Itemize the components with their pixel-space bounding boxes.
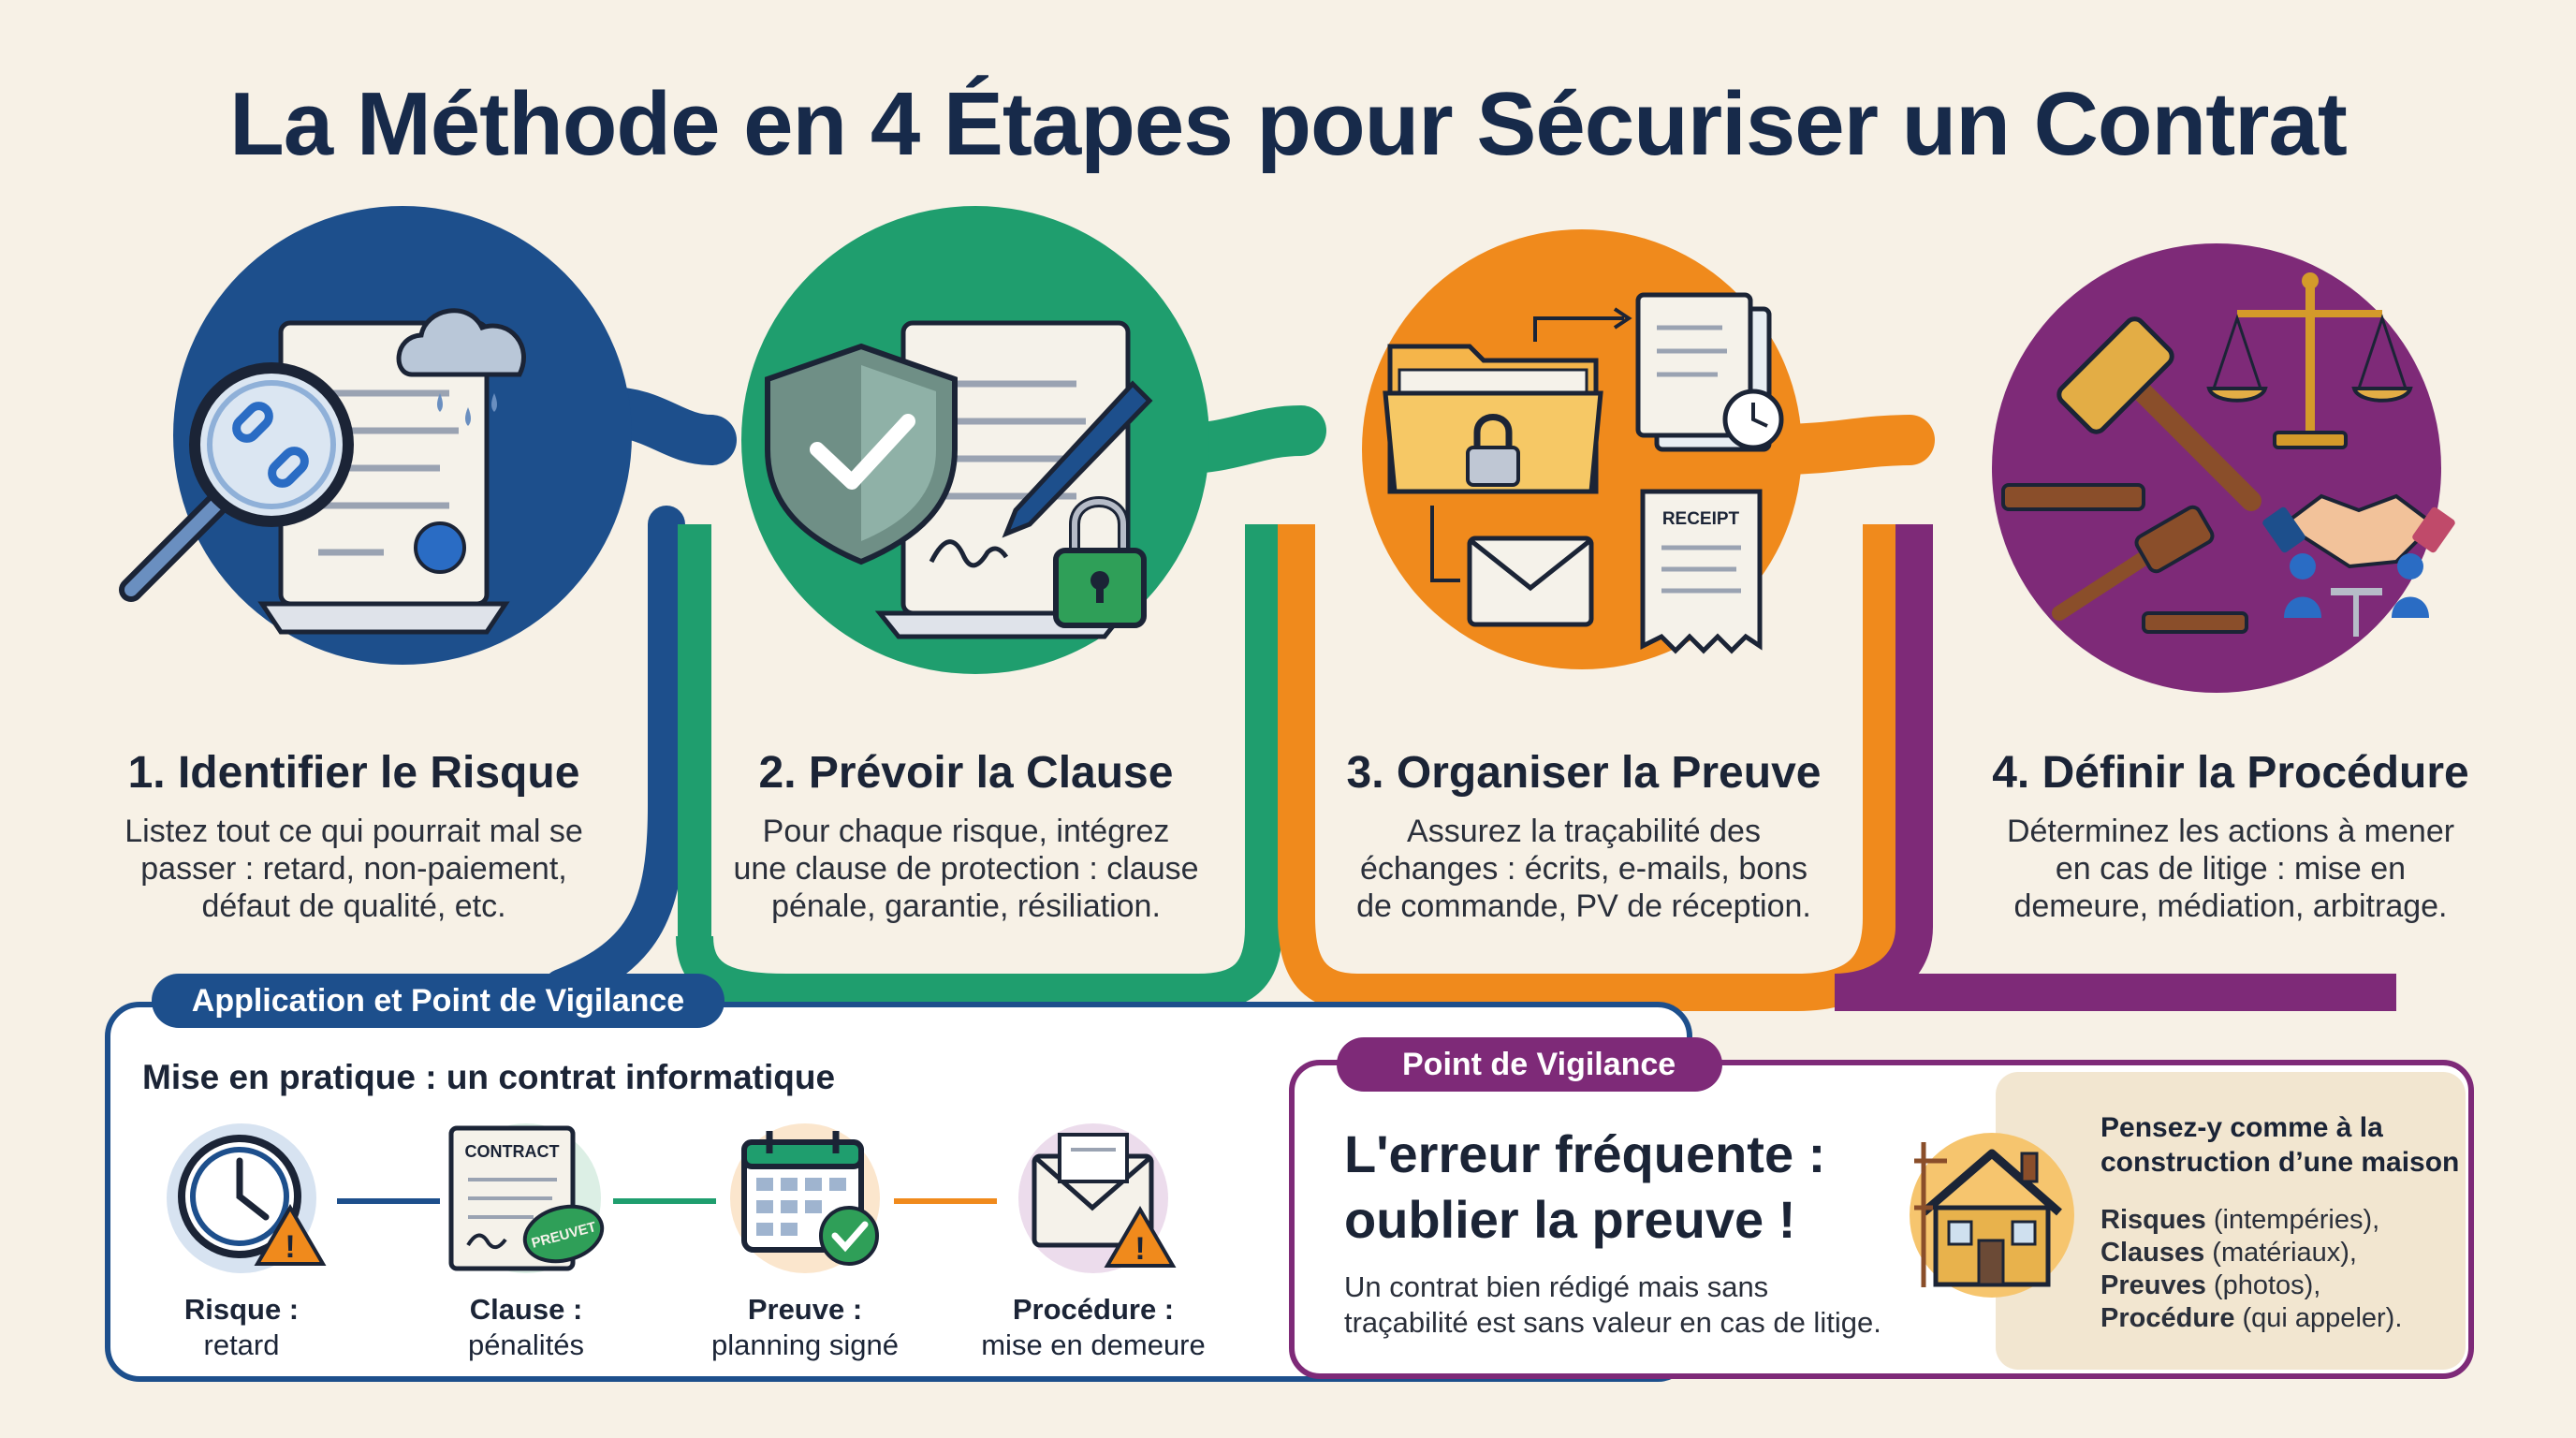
proof-example-title: Preuve : [747,1293,863,1326]
tip-item: Procédure (qui appeler). [2100,1302,2475,1335]
mini-envelope-warning-icon: ! [1018,1123,1177,1273]
step2-description: Pour chaque risque, intégrez une clause … [685,813,1247,925]
vigilance-description: Un contrat bien rédigé mais sans traçabi… [1344,1269,1925,1341]
tip-list: Risques (intempéries), Clauses (matériau… [2100,1204,2475,1335]
vigilance-heading-line2: oublier la preuve ! [1344,1190,1796,1249]
vigilance-label: Point de Vigilance [1337,1037,1722,1092]
step4-desc-line1: Déterminez les actions à mener [2006,814,2455,849]
step3-desc-line1: Assurez la traçabilité des [1407,814,1761,849]
vigilance-heading: L'erreur fréquente : oublier la preuve ! [1344,1122,1925,1253]
step2-desc-line1: Pour chaque risque, intégrez [762,814,1170,849]
application-subtitle: Mise en pratique : un contrat informatiq… [142,1058,836,1096]
step3-ribbon [1278,524,1900,1011]
contract-doc-label: CONTRACT [465,1142,560,1161]
step1-desc-line2: passer : retard, non-paiement, [140,851,567,887]
tip-item-text: (matériaux), [2204,1238,2357,1268]
step4-title: 4. Définir la Procédure [1992,748,2469,798]
tip-title-line1: Pensez-y comme à la [2100,1112,2383,1143]
step4-description: Déterminez les actions à mener en cas de… [1950,813,2511,925]
receipt-label: RECEIPT [1662,509,1740,529]
procedure-example: Procédure : mise en demeure [972,1292,1215,1363]
svg-text:!: ! [1134,1231,1145,1267]
step1-description: Listez tout ce qui pourrait mal se passe… [73,813,635,925]
mini-clock-warning-icon: ! [167,1123,327,1273]
house-icon [1910,1133,2074,1298]
shield-check-icon [765,343,958,565]
svg-text:!: ! [285,1229,295,1265]
step2-desc-line3: pénale, garantie, résiliation. [771,888,1161,924]
risk-example-title: Risque : [183,1293,300,1326]
step1-title: 1. Identifier le Risque [127,748,580,798]
step3-description: Assurez la traçabilité des échanges : éc… [1303,813,1865,925]
mediation-table-icon [2284,553,2429,637]
risk-example-value: retard [203,1328,280,1361]
tip-item-bold: Risques [2100,1205,2206,1235]
clause-example-value: pénalités [467,1328,585,1361]
application-label: Application et Point de Vigilance [152,974,724,1028]
handshake-icon [2262,493,2455,569]
mini-calendar-check-icon [730,1123,880,1273]
step1-ribbon [543,506,685,1006]
flow-arrows [1430,307,1632,582]
proof-example: Preuve : planning signé [683,1292,927,1363]
envelope-icon [1467,536,1594,627]
tip-item-text: (intempéries), [2205,1205,2380,1235]
storm-cloud-icon [396,308,526,426]
small-gavel-icon [2052,505,2248,634]
padlock-icon [1053,496,1147,628]
receipt-icon: RECEIPT [1640,489,1763,654]
balance-scale-icon [2206,272,2413,449]
page-title: La Méthode en 4 Étapes pour Sécuriser un… [229,74,2348,174]
mini-contract-stamp-icon: CONTRACT PREUVET [448,1123,605,1273]
tip-item-text: (photos), [2205,1270,2321,1300]
vigilance-desc-line1: Un contrat bien rédigé mais sans [1344,1270,1769,1303]
step4-desc-line2: en cas de litige : mise en [2055,851,2407,887]
tip-item-bold: Procédure [2100,1303,2235,1333]
tip-box [1996,1072,2466,1370]
proof-example-value: planning signé [711,1328,899,1361]
gavel-icon [2001,316,2261,511]
pen-icon [1002,380,1153,538]
tip-item: Risques (intempéries), [2100,1204,2475,1237]
tip-title: Pensez-y comme à la construction d’une m… [2100,1110,2475,1180]
vigilance-desc-line2: traçabilité est sans valeur en cas de li… [1344,1306,1881,1339]
magnifier-broken-link-icon [119,362,354,602]
step1-desc-line3: défaut de qualité, etc. [201,888,506,924]
step3-desc-line2: échanges : écrits, e-mails, bons [1359,851,1808,887]
step2-ribbon [676,524,1282,1011]
vigilance-heading-line1: L'erreur fréquente : [1344,1124,1826,1183]
step3-desc-line3: de commande, PV de réception. [1356,888,1811,924]
step4-desc-line3: demeure, médiation, arbitrage. [2013,888,2448,924]
documents-clock-icon [1635,292,1784,452]
step1-desc-line1: Listez tout ce qui pourrait mal se [124,814,583,849]
tip-item-bold: Clauses [2100,1238,2205,1268]
tip-item: Preuves (photos), [2100,1269,2475,1302]
procedure-example-title: Procédure : [1012,1293,1175,1326]
locked-folder-icon [1383,344,1603,494]
risk-example: Risque : retard [120,1292,363,1363]
clause-example: Clause : pénalités [404,1292,648,1363]
tip-item-bold: Preuves [2100,1270,2206,1300]
step2-title: 2. Prévoir la Clause [758,748,1174,798]
step2-desc-line2: une clause de protection : clause [733,851,1199,887]
clause-example-title: Clause : [469,1293,583,1326]
tip-item: Clauses (matériaux), [2100,1237,2475,1269]
step4-ribbon [1834,524,2396,1011]
step3-title: 3. Organiser la Preuve [1346,748,1822,798]
procedure-example-value: mise en demeure [981,1328,1206,1361]
tip-title-line2: construction d’une maison [2100,1147,2460,1178]
tip-item-text: (qui appeler). [2234,1303,2403,1333]
